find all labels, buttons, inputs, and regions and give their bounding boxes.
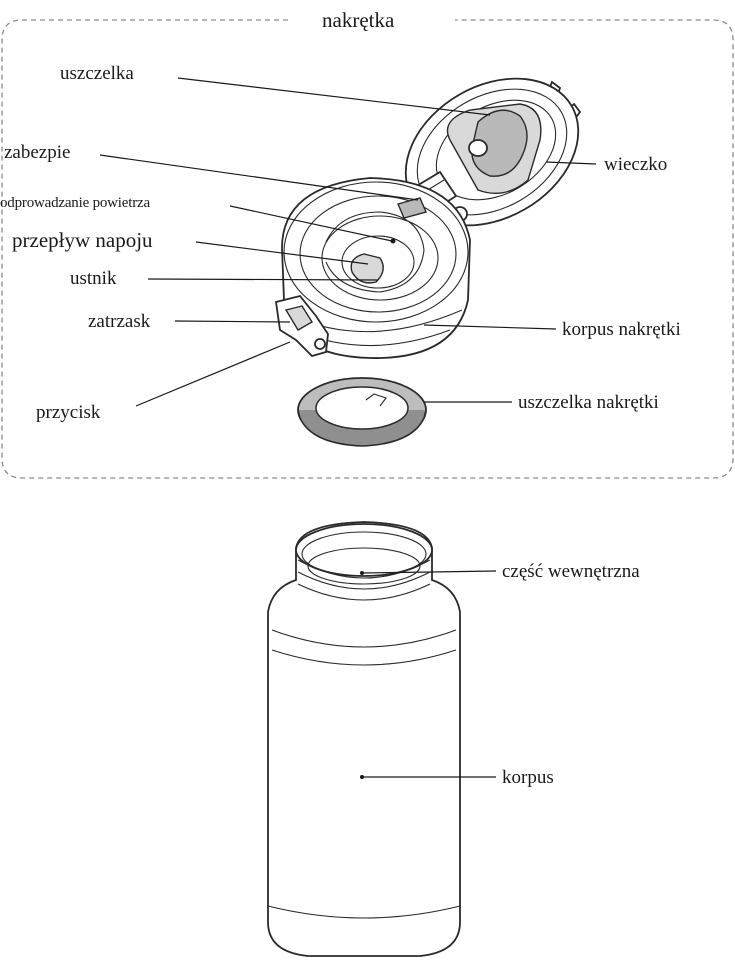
lid-drawing [404, 77, 582, 227]
leader-lines [99, 77, 597, 779]
label-gasket: uszczelka [60, 63, 134, 84]
cap-title: nakrętka [322, 8, 395, 32]
bottle-drawing [267, 521, 461, 957]
label-drink-flow: przepływ napoju [12, 228, 153, 252]
label-mouthpiece: ustnik [70, 268, 117, 289]
cap-group-frame [1, 19, 734, 479]
cap-gasket-drawing [297, 377, 427, 447]
label-air-vent: odprowadzanie powietrza [0, 195, 150, 211]
label-lock: zabezpie [4, 142, 71, 163]
label-cap-gasket: uszczelka nakrętki [518, 392, 659, 413]
cap-body-drawing [274, 177, 471, 359]
label-button: przycisk [36, 402, 101, 423]
label-latch: zatrzask [88, 311, 151, 332]
label-cap-body: korpus nakrętki [562, 319, 681, 340]
label-inner-part: część wewnętrzna [502, 561, 640, 582]
label-lid: wieczko [604, 154, 668, 175]
label-body: korpus [502, 767, 554, 788]
